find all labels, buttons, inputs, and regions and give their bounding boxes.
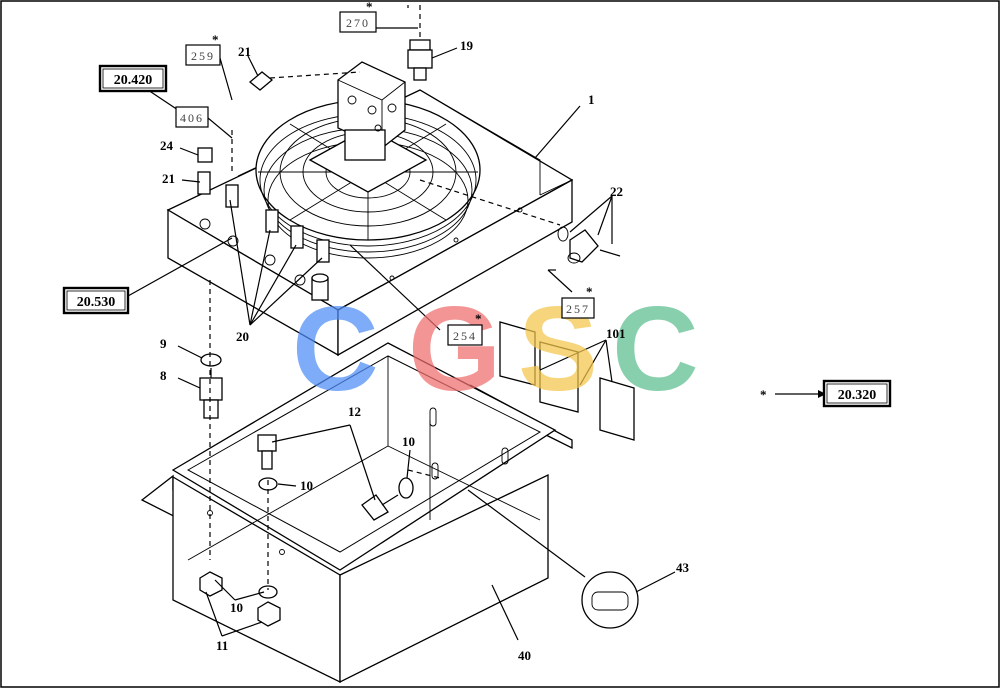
dotted-ref-257-asterisk: * bbox=[586, 284, 593, 299]
callout-21-top: 21 bbox=[238, 44, 251, 59]
ref-20320-label: 20.320 bbox=[838, 388, 877, 403]
callout-20: 20 bbox=[236, 329, 249, 344]
callout-24: 24 bbox=[160, 138, 174, 153]
tray-40 bbox=[140, 342, 573, 684]
watermark-letter-c1: C bbox=[292, 282, 379, 416]
detail-43 bbox=[581, 571, 639, 629]
dotted-ref-254-label: 254 bbox=[453, 329, 477, 343]
callout-10-a: 10 bbox=[300, 478, 313, 493]
ref-20420-label: 20.420 bbox=[114, 73, 153, 88]
callout-10-b: 10 bbox=[402, 434, 415, 449]
callout-9: 9 bbox=[160, 336, 167, 351]
dotted-ref-254-asterisk: * bbox=[475, 311, 482, 326]
dotted-ref-406[interactable]: 406 bbox=[175, 106, 209, 128]
callout-8: 8 bbox=[160, 368, 167, 383]
arrow-head bbox=[818, 390, 826, 398]
fitting-21-left bbox=[197, 171, 211, 195]
dotted-ref-406-label: 406 bbox=[180, 111, 204, 125]
bolts-12 bbox=[257, 434, 399, 521]
callout-101: 101 bbox=[606, 326, 626, 341]
callout-11: 11 bbox=[216, 638, 228, 653]
dotted-ref-270[interactable]: 270 * bbox=[339, 0, 377, 33]
fittings-20 bbox=[225, 184, 330, 263]
callout-21-left: 21 bbox=[162, 171, 175, 186]
ref-20420[interactable]: 20.420 bbox=[98, 64, 168, 93]
callout-12: 12 bbox=[348, 404, 361, 419]
ref-20320[interactable]: 20.320 bbox=[822, 379, 892, 408]
ref-20320-asterisk: * bbox=[760, 387, 767, 402]
fitting-21-top bbox=[248, 71, 274, 91]
callout-22: 22 bbox=[610, 184, 623, 199]
dotted-ref-257[interactable]: 257 * bbox=[561, 284, 595, 319]
part-22 bbox=[557, 226, 621, 264]
dotted-ref-254[interactable]: 254 * bbox=[447, 311, 483, 346]
fitting-19 bbox=[407, 39, 433, 81]
watermark-letter-c2: C bbox=[612, 282, 699, 416]
cap-24 bbox=[197, 147, 213, 163]
ref-20530-label: 20.530 bbox=[77, 295, 116, 310]
radiator-1 bbox=[166, 61, 574, 357]
callout-1: 1 bbox=[588, 92, 595, 107]
callout-19: 19 bbox=[460, 38, 474, 53]
watermark-letter-g: G bbox=[408, 282, 501, 416]
dotted-ref-270-label: 270 bbox=[346, 16, 370, 30]
dotted-ref-259-label: 259 bbox=[191, 49, 215, 63]
mount-8 bbox=[199, 368, 223, 419]
dotted-ref-257-label: 257 bbox=[566, 302, 590, 316]
watermark: C G S C bbox=[292, 282, 699, 416]
washer-9 bbox=[200, 353, 222, 367]
dotted-ref-259[interactable]: 259 * bbox=[185, 32, 221, 66]
pads-101 bbox=[499, 321, 635, 441]
callout-40: 40 bbox=[518, 648, 531, 663]
washer-10-b bbox=[398, 477, 414, 499]
callout-43: 43 bbox=[676, 560, 690, 575]
callout-10-c: 10 bbox=[230, 600, 243, 615]
dotted-ref-259-asterisk: * bbox=[212, 32, 219, 47]
washer-10-c bbox=[258, 585, 278, 599]
ref-20530[interactable]: 20.530 bbox=[62, 286, 130, 315]
dotted-ref-270-asterisk: * bbox=[366, 0, 373, 14]
nut-11-b bbox=[257, 601, 281, 627]
nut-11-a bbox=[199, 571, 223, 597]
